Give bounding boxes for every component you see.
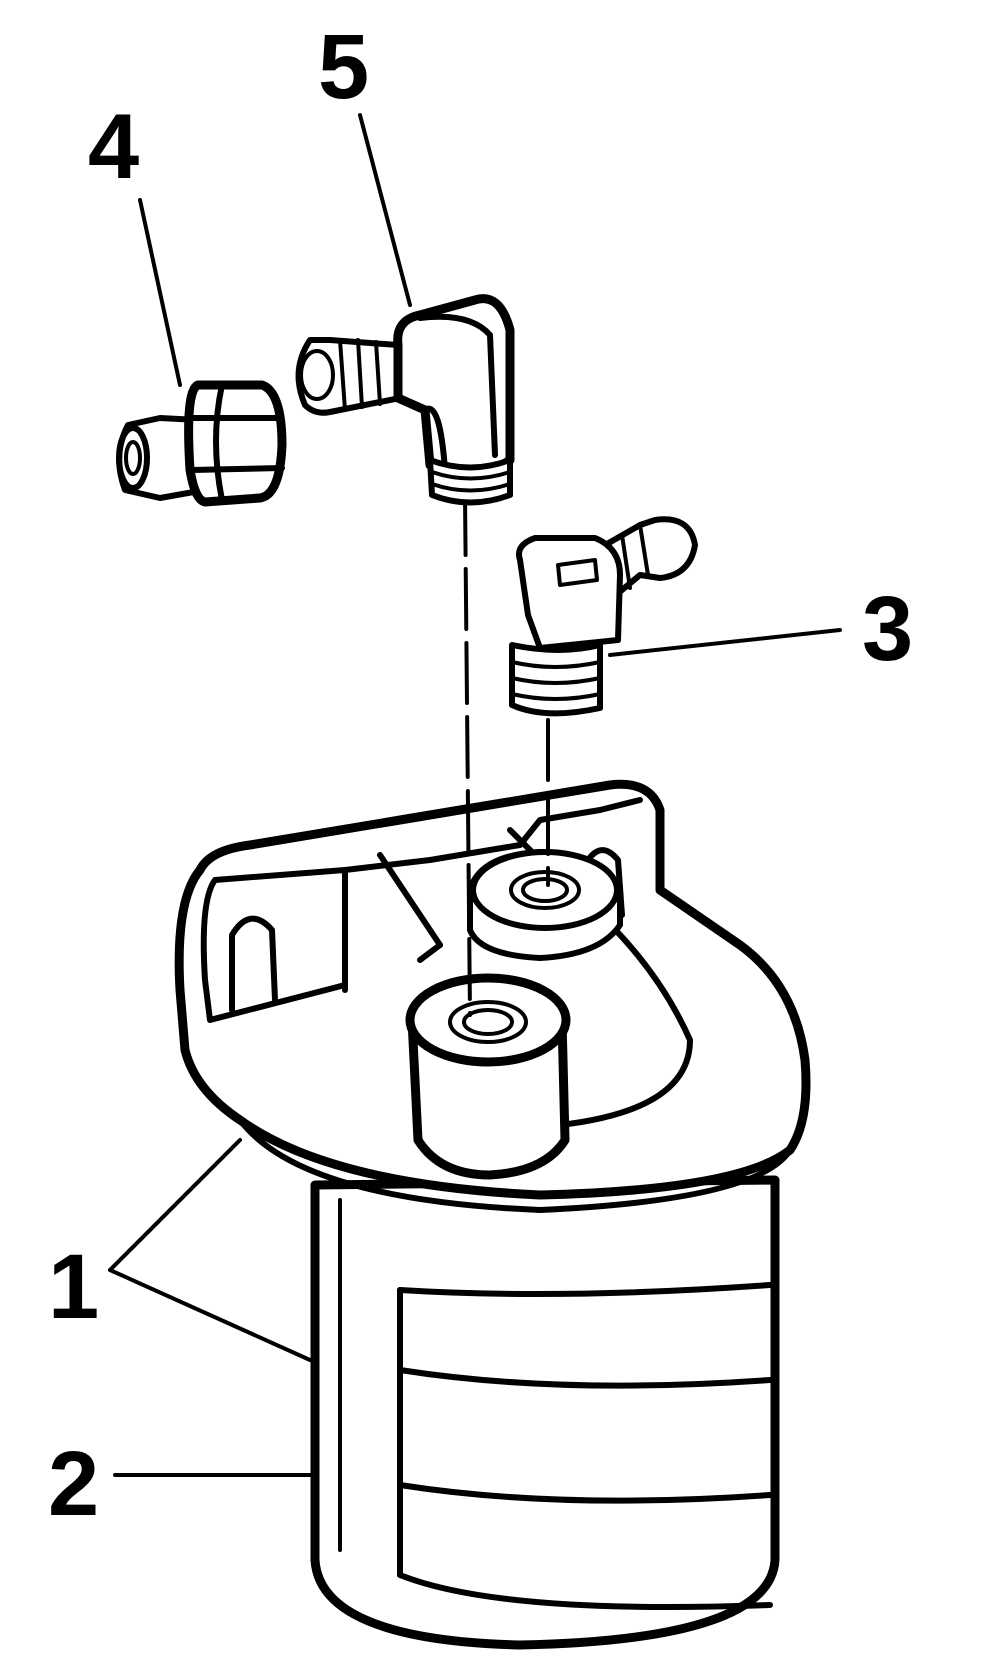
flare-nut <box>116 380 287 507</box>
callout-labels: 1 2 3 4 5 <box>48 16 913 1535</box>
callout-5: 5 <box>318 16 369 118</box>
callout-2: 2 <box>48 1433 99 1535</box>
callout-1: 1 <box>48 1236 99 1338</box>
elbow-hose-barb-fitting <box>509 516 698 717</box>
leader-line-3 <box>608 628 842 657</box>
threaded-elbow-fitting <box>295 294 515 506</box>
leader-lines <box>108 113 842 1477</box>
leader-line-1b <box>108 1268 312 1362</box>
leader-line-1a <box>108 1138 242 1272</box>
outlet-port-boss <box>467 849 623 961</box>
callout-4: 4 <box>88 96 139 198</box>
callout-3: 3 <box>862 578 913 680</box>
assembly-lines <box>463 493 550 1017</box>
inlet-port-boss <box>405 973 571 1180</box>
leader-line-5 <box>358 113 412 307</box>
filter-canister <box>310 1175 780 1650</box>
leader-line-4 <box>138 198 182 387</box>
